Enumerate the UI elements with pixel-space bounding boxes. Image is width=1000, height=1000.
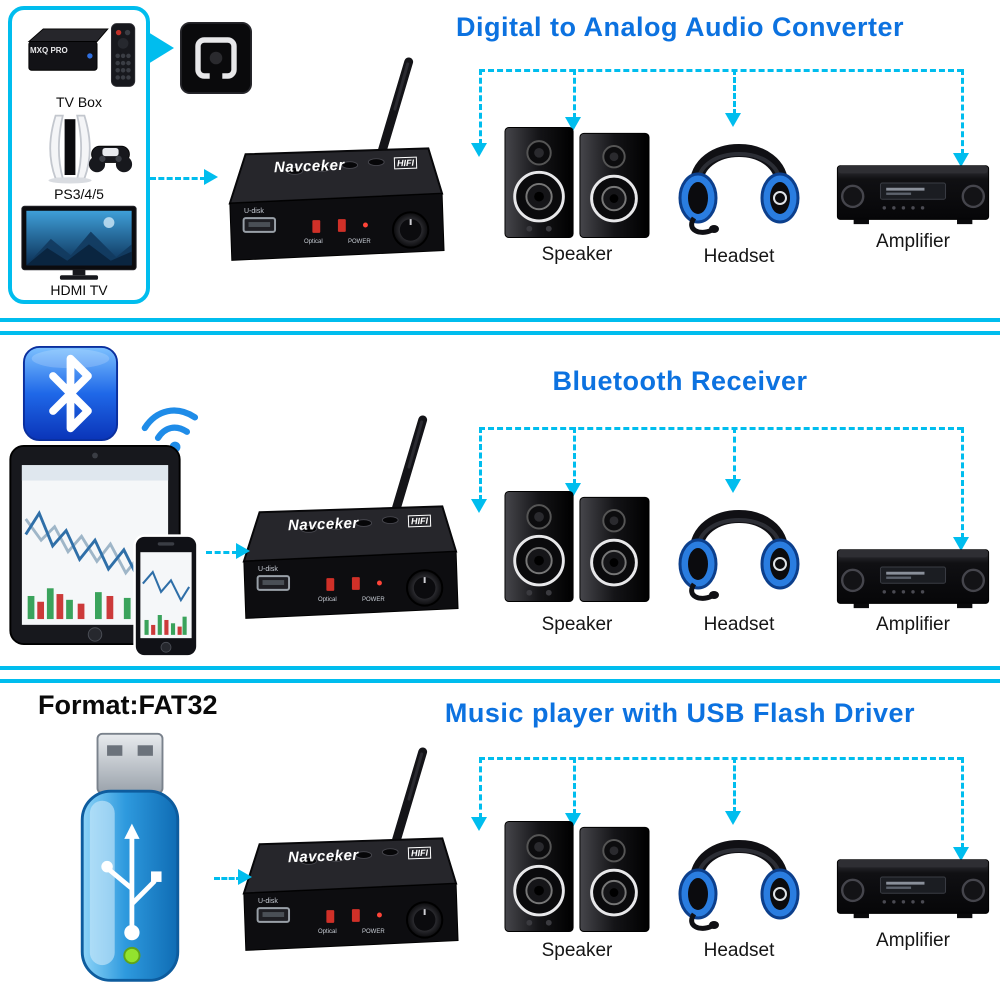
phone-icon	[126, 534, 206, 658]
dashed-connection-line	[479, 69, 963, 72]
arrow-icon	[953, 153, 969, 167]
arrow-icon	[471, 499, 487, 513]
consoles-label: PS3/4/5	[54, 186, 104, 202]
converter-brand: Navceker	[287, 514, 360, 535]
speaker-label: Speaker	[541, 614, 613, 635]
dashed-connection-line	[573, 757, 576, 815]
speaker-icon	[504, 126, 650, 239]
dashed-connection-line	[733, 69, 736, 115]
arrow-icon	[148, 32, 174, 64]
converter-hifi-badge: HIFI	[393, 156, 418, 170]
dashed-connection-line	[961, 427, 964, 539]
section-title-bluetooth: Bluetooth Receiver	[552, 366, 808, 396]
bluetooth-icon	[22, 345, 119, 442]
section-title-usb: Music player with USB Flash Driver	[444, 698, 916, 728]
section-divider	[0, 679, 1000, 683]
converter-brand: Navceker	[273, 156, 346, 177]
format-label: Format:FAT32	[38, 690, 218, 720]
amplifier-label: Amplifier	[876, 231, 950, 252]
dashed-connection-line	[479, 427, 963, 430]
converter-usb-port-label: U-disk	[244, 208, 264, 215]
converter-hifi-badge: HIFI	[407, 846, 432, 860]
tv-box-brand: MXQ PRO	[30, 46, 68, 55]
dashed-connection-line	[479, 757, 482, 819]
arrow-icon	[471, 817, 487, 831]
section-divider	[0, 318, 1000, 322]
section-divider	[0, 331, 1000, 335]
converter-power-label: POWER	[362, 929, 385, 935]
headset-icon	[674, 816, 804, 931]
converter-brand: Navceker	[287, 846, 360, 867]
dashed-connection-line	[214, 877, 242, 880]
speaker-label: Speaker	[541, 940, 613, 961]
headset-icon	[674, 486, 804, 601]
tv-box-icon	[20, 20, 140, 90]
dashed-connection-line	[573, 69, 576, 119]
arrow-icon	[725, 479, 741, 493]
headset-label: Headset	[703, 246, 775, 267]
converter-optical-label: Optical	[318, 929, 337, 935]
hdmi-tv-label: HDMI TV	[50, 282, 108, 298]
speaker-icon	[504, 820, 650, 933]
arrow-icon	[238, 869, 252, 885]
converter-device: Navceker HIFI U-disk Optical POWER	[216, 56, 452, 282]
converter-hifi-badge: HIFI	[407, 514, 432, 528]
arrow-icon	[204, 169, 218, 185]
tv-box-label: TV Box	[56, 94, 102, 110]
converter-power-label: POWER	[362, 597, 385, 603]
dashed-connection-line	[479, 757, 963, 760]
ps5-icon	[24, 112, 134, 184]
speaker-label: Speaker	[541, 244, 613, 265]
amplifier-icon	[832, 544, 994, 611]
dashed-connection-line	[733, 427, 736, 481]
converter-optical-label: Optical	[304, 239, 323, 245]
dashed-connection-line	[150, 177, 206, 180]
dashed-connection-line	[733, 757, 736, 813]
converter-device: Navceker HIFI U-disk Optical POWER	[230, 414, 466, 640]
dashed-connection-line	[479, 69, 482, 145]
hdmi-tv-icon	[20, 204, 138, 282]
usb-flash-drive-icon	[44, 728, 216, 990]
headset-icon	[674, 120, 804, 235]
arrow-icon	[725, 811, 741, 825]
arrow-icon	[725, 113, 741, 127]
arrow-icon	[236, 543, 250, 559]
arrow-icon	[953, 537, 969, 551]
converter-usb-port-label: U-disk	[258, 898, 278, 905]
amplifier-icon	[832, 854, 994, 921]
section-divider	[0, 666, 1000, 670]
amplifier-label: Amplifier	[876, 930, 950, 951]
dashed-connection-line	[206, 551, 238, 554]
arrow-icon	[953, 847, 969, 861]
converter-power-label: POWER	[348, 239, 371, 245]
amplifier-icon	[832, 160, 994, 227]
arrow-icon	[471, 143, 487, 157]
converter-usb-port-label: U-disk	[258, 566, 278, 573]
dashed-connection-line	[961, 69, 964, 155]
amplifier-label: Amplifier	[876, 614, 950, 635]
headset-label: Headset	[703, 940, 775, 961]
dashed-connection-line	[961, 757, 964, 849]
input-sources-panel: MXQ PRO TV Box PS3/4/5 HDMI TV	[8, 6, 150, 304]
headset-label: Headset	[703, 614, 775, 635]
dashed-connection-line	[573, 427, 576, 485]
converter-device: Navceker HIFI U-disk Optical POWER	[230, 746, 466, 972]
section-title-dac: Digital to Analog Audio Converter	[456, 12, 904, 42]
speaker-icon	[504, 490, 650, 603]
converter-optical-label: Optical	[318, 597, 337, 603]
dashed-connection-line	[479, 427, 482, 501]
